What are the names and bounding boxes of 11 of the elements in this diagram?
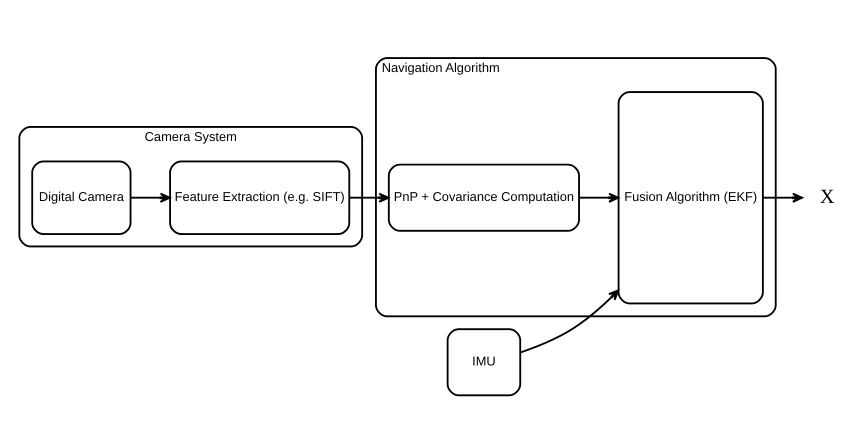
arrow xyxy=(520,288,620,353)
arrow xyxy=(579,192,620,202)
arrow xyxy=(130,192,171,202)
node-box: Feature Extraction (e.g. SIFT) xyxy=(169,160,350,234)
node-box: Fusion Algorithm (EKF) xyxy=(618,90,764,304)
arrow xyxy=(349,192,390,202)
node-box: Digital Camera xyxy=(31,160,132,234)
node-text: X xyxy=(820,185,834,208)
node-box: IMU xyxy=(446,328,522,396)
node-box: PnP + Covariance Computation xyxy=(388,163,580,232)
arrow xyxy=(762,192,803,202)
